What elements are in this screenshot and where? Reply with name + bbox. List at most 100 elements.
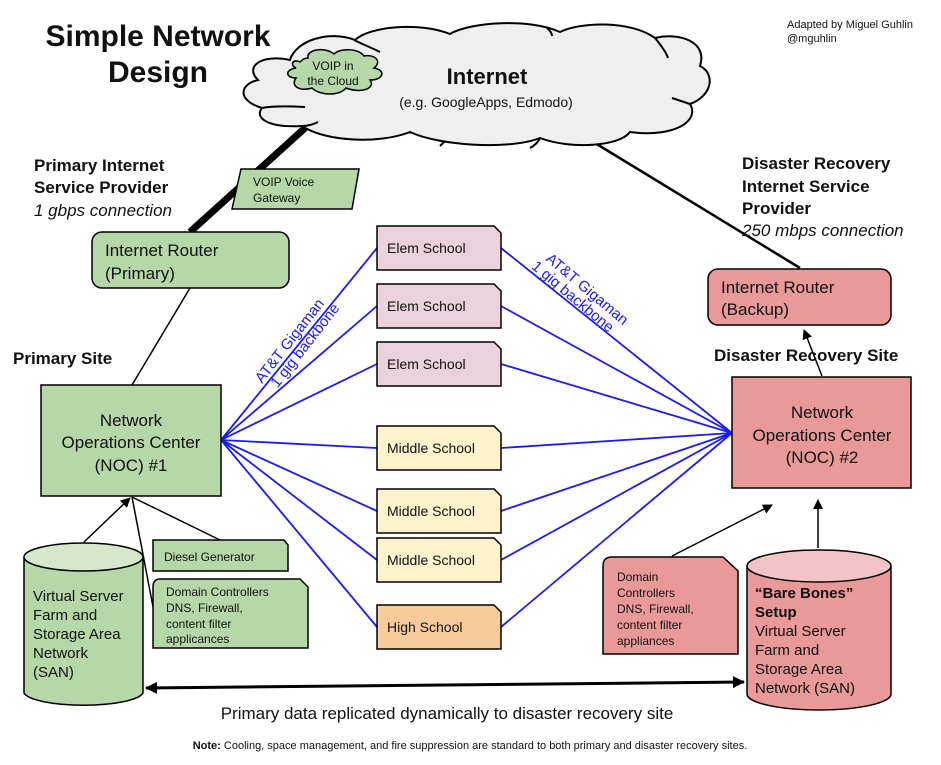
dr-domain-line-2: Controllers [617, 586, 675, 600]
noc-2[interactable]: Network Operations Center (NOC) #2 [731, 376, 912, 489]
noc2-line-2: Operations Center [753, 426, 892, 445]
dr-san-bold-1: “Bare Bones” [755, 585, 853, 602]
school-box [376, 425, 502, 471]
router-backup-line-1: Internet Router [721, 278, 835, 297]
footnote-label: Note: [193, 740, 221, 752]
primary-san-line-4: Network [33, 645, 89, 662]
school-node-elementary[interactable]: Elem School [376, 341, 502, 387]
backbone-link-school-noc2 [500, 432, 733, 561]
school-label: Middle School [387, 552, 475, 568]
credit-line-1: Adapted by Miguel Guhlin [787, 19, 913, 31]
school-label: Elem School [387, 240, 466, 256]
backbone-link-school-noc2 [500, 432, 733, 449]
cylinder-top [746, 549, 892, 583]
primary-domain-line-1: Domain Controllers [166, 585, 269, 599]
router-noc1-link [131, 287, 191, 386]
backbone-link-noc1-school [220, 439, 378, 449]
dr-isp-line-1: Disaster Recovery [742, 154, 891, 173]
title-line-2: Design [108, 56, 208, 89]
backbone-label-right: AT&T Gigaman 1 gig backbone [528, 250, 631, 336]
school-label: Middle School [387, 503, 475, 519]
school-node-middle[interactable]: Middle School [376, 425, 502, 471]
dr-isp-line-3: Provider [742, 199, 811, 218]
dr-domain-line-1: Domain [617, 570, 658, 584]
voip-gateway-line-2: Gateway [253, 191, 300, 205]
diesel-generator-label: Diesel Generator [164, 550, 255, 564]
primary-san-line-1: Virtual Server [33, 588, 124, 605]
school-box [376, 488, 502, 534]
voip-cloud-icon [287, 48, 383, 95]
primary-domain-line-3: content filter [166, 617, 231, 631]
school-node-elementary[interactable]: Elem School [376, 283, 502, 329]
primary-domain-controllers[interactable]: Domain Controllers DNS, Firewall, conten… [152, 578, 309, 649]
school-node-middle[interactable]: Middle School [376, 537, 502, 583]
router-primary[interactable]: Internet Router (Primary) [91, 231, 290, 289]
voip-gateway[interactable]: VOIP Voice Gateway [231, 168, 360, 210]
voip-cloud: VOIP in the Cloud [287, 48, 383, 95]
router-backup-line-2: (Backup) [721, 300, 789, 319]
cylinder-top [23, 542, 144, 572]
dr-san-line-4: Network (SAN) [755, 680, 855, 697]
backbone-link-noc1-school [220, 363, 378, 441]
backbone-link-school-noc2 [500, 432, 733, 628]
primary-site-label: Primary Site [13, 349, 112, 368]
dr-san-line-3: Storage Area [755, 661, 843, 678]
dr-domain-noc2-link [671, 504, 773, 557]
dr-san-line-2: Farm and [755, 642, 819, 659]
dr-domain-line-4: content filter [617, 618, 682, 632]
school-box [376, 537, 502, 583]
backbone-link-school-noc2 [500, 432, 733, 512]
backbone-link-noc1-school [220, 305, 378, 441]
voip-gateway-line-1: VOIP Voice [253, 175, 314, 189]
primary-isp-line-1: Primary Internet [34, 156, 165, 175]
router-backup[interactable]: Internet Router (Backup) [707, 268, 892, 326]
dr-san[interactable]: “Bare Bones” Setup Virtual Server Farm a… [746, 549, 892, 711]
primary-isp-line-2: Service Provider [34, 178, 169, 197]
backbone-link-noc1-school [220, 439, 378, 628]
title-line-1: Simple Network [45, 20, 270, 53]
noc1-line-3: (NOC) #1 [95, 456, 168, 475]
primary-isp-speed: 1 gbps connection [34, 201, 172, 220]
router-primary-line-1: Internet Router [105, 241, 219, 260]
primary-san-line-2: Farm and [33, 607, 97, 624]
backbone-link-noc1-school [220, 439, 378, 561]
primary-san-line-5: (SAN) [33, 664, 74, 681]
primary-san[interactable]: Virtual Server Farm and Storage Area Net… [23, 542, 144, 706]
backbone-links [220, 247, 733, 628]
footnote-text: Cooling, space management, and fire supp… [221, 740, 747, 752]
school-label: Elem School [387, 356, 466, 372]
noc1-line-1: Network [100, 411, 163, 430]
replication-arrow[interactable] [145, 676, 745, 694]
dr-domain-line-5: appliances [617, 634, 674, 648]
dr-domain-controllers[interactable]: Domain Controllers DNS, Firewall, conten… [602, 556, 739, 655]
internet-subtitle: (e.g. GoogleApps, Edmodo) [399, 94, 573, 110]
san1-noc1-link [83, 497, 131, 543]
school-box [376, 341, 502, 387]
school-label: Elem School [387, 298, 466, 314]
dr-isp-label: Disaster Recovery Internet Service Provi… [741, 154, 904, 240]
school-box [376, 225, 502, 271]
noc2-line-3: (NOC) #2 [786, 448, 859, 467]
voip-cloud-line-1: VOIP in [312, 59, 353, 73]
dr-site-label: Disaster Recovery Site [714, 346, 898, 365]
replication-caption: Primary data replicated dynamically to d… [221, 704, 674, 723]
dr-san-line-1: Virtual Server [755, 623, 846, 640]
school-node-high[interactable]: High School [376, 604, 502, 650]
school-node-elementary[interactable]: Elem School [376, 225, 502, 271]
diesel-generator[interactable]: Diesel Generator [152, 539, 289, 572]
school-box [376, 604, 502, 650]
school-label: Middle School [387, 440, 475, 456]
noc-1[interactable]: Network Operations Center (NOC) #1 [40, 384, 222, 497]
dr-domain-line-3: DNS, Firewall, [617, 602, 694, 616]
dr-isp-line-2: Internet Service [742, 177, 870, 196]
backbone-link-school-noc2 [500, 363, 733, 434]
router-primary-line-2: (Primary) [105, 264, 175, 283]
school-node-middle[interactable]: Middle School [376, 488, 502, 534]
dr-isp-speed: 250 mbps connection [741, 221, 904, 240]
dr-isp-link [594, 141, 801, 270]
backbone-link-noc1-school [220, 247, 378, 441]
noc1-diesel-link [131, 496, 221, 541]
backbone-label-left: AT&T Gigaman 1 gig backbone [252, 296, 344, 391]
